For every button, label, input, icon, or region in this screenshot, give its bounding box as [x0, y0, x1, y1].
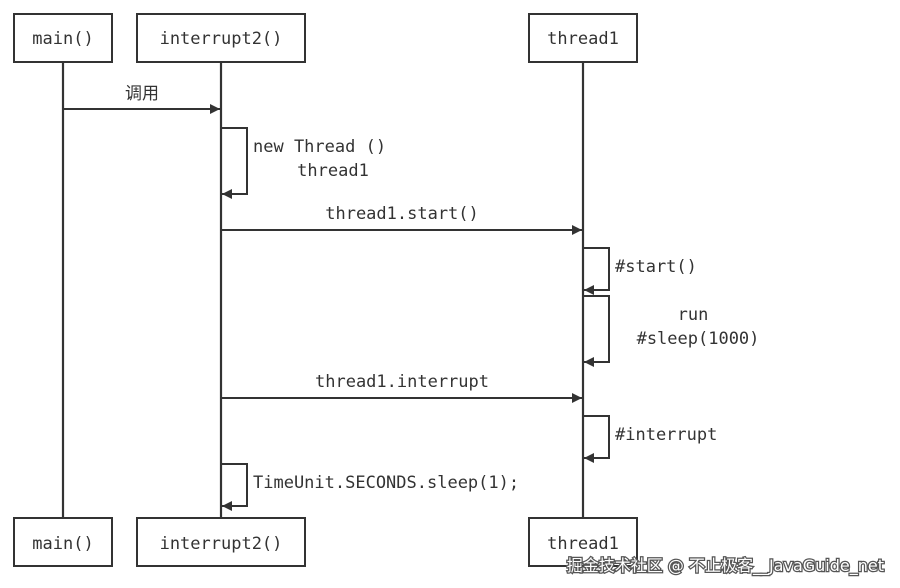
participant-thread1-label-bottom: thread1: [547, 534, 619, 554]
message-label-start: thread1.start(): [325, 204, 479, 224]
participant-interrupt2-label: interrupt2(): [160, 29, 283, 49]
participant-thread1-bottom: thread1: [528, 517, 638, 567]
participant-main-top: main(): [13, 13, 113, 63]
message-label-thread1-var: thread1: [297, 161, 369, 181]
message-label-hash-interrupt: #interrupt: [615, 425, 717, 445]
message-label-hash-start: #start(): [615, 257, 697, 277]
self-arrow-run: [583, 295, 610, 367]
message-label-timeunit-sleep: TimeUnit.SECONDS.sleep(1);: [253, 473, 519, 493]
participant-thread1-label: thread1: [547, 29, 619, 49]
participant-main-bottom: main(): [13, 517, 113, 567]
participant-main-label: main(): [32, 29, 93, 49]
message-label-interrupt: thread1.interrupt: [315, 372, 489, 392]
self-arrow-interrupt: [583, 415, 610, 463]
message-label-new-thread: new Thread (): [253, 137, 386, 157]
message-label-run: run: [678, 305, 709, 325]
participant-interrupt2-label-bottom: interrupt2(): [160, 534, 283, 554]
message-label-call: 调用: [125, 84, 159, 104]
self-arrow-new-thread: [221, 127, 248, 199]
participant-main-label-bottom: main(): [32, 534, 93, 554]
participant-interrupt2-top: interrupt2(): [136, 13, 306, 63]
participant-thread1-top: thread1: [528, 13, 638, 63]
self-arrow-timeunit-sleep: [221, 463, 248, 511]
participant-interrupt2-bottom: interrupt2(): [136, 517, 306, 567]
watermark: 掘金技术社区 @ 不止极客__JavaGuide_net: [567, 556, 884, 576]
message-label-sleep: #sleep(1000): [637, 329, 760, 349]
self-arrow-start: [583, 247, 610, 295]
